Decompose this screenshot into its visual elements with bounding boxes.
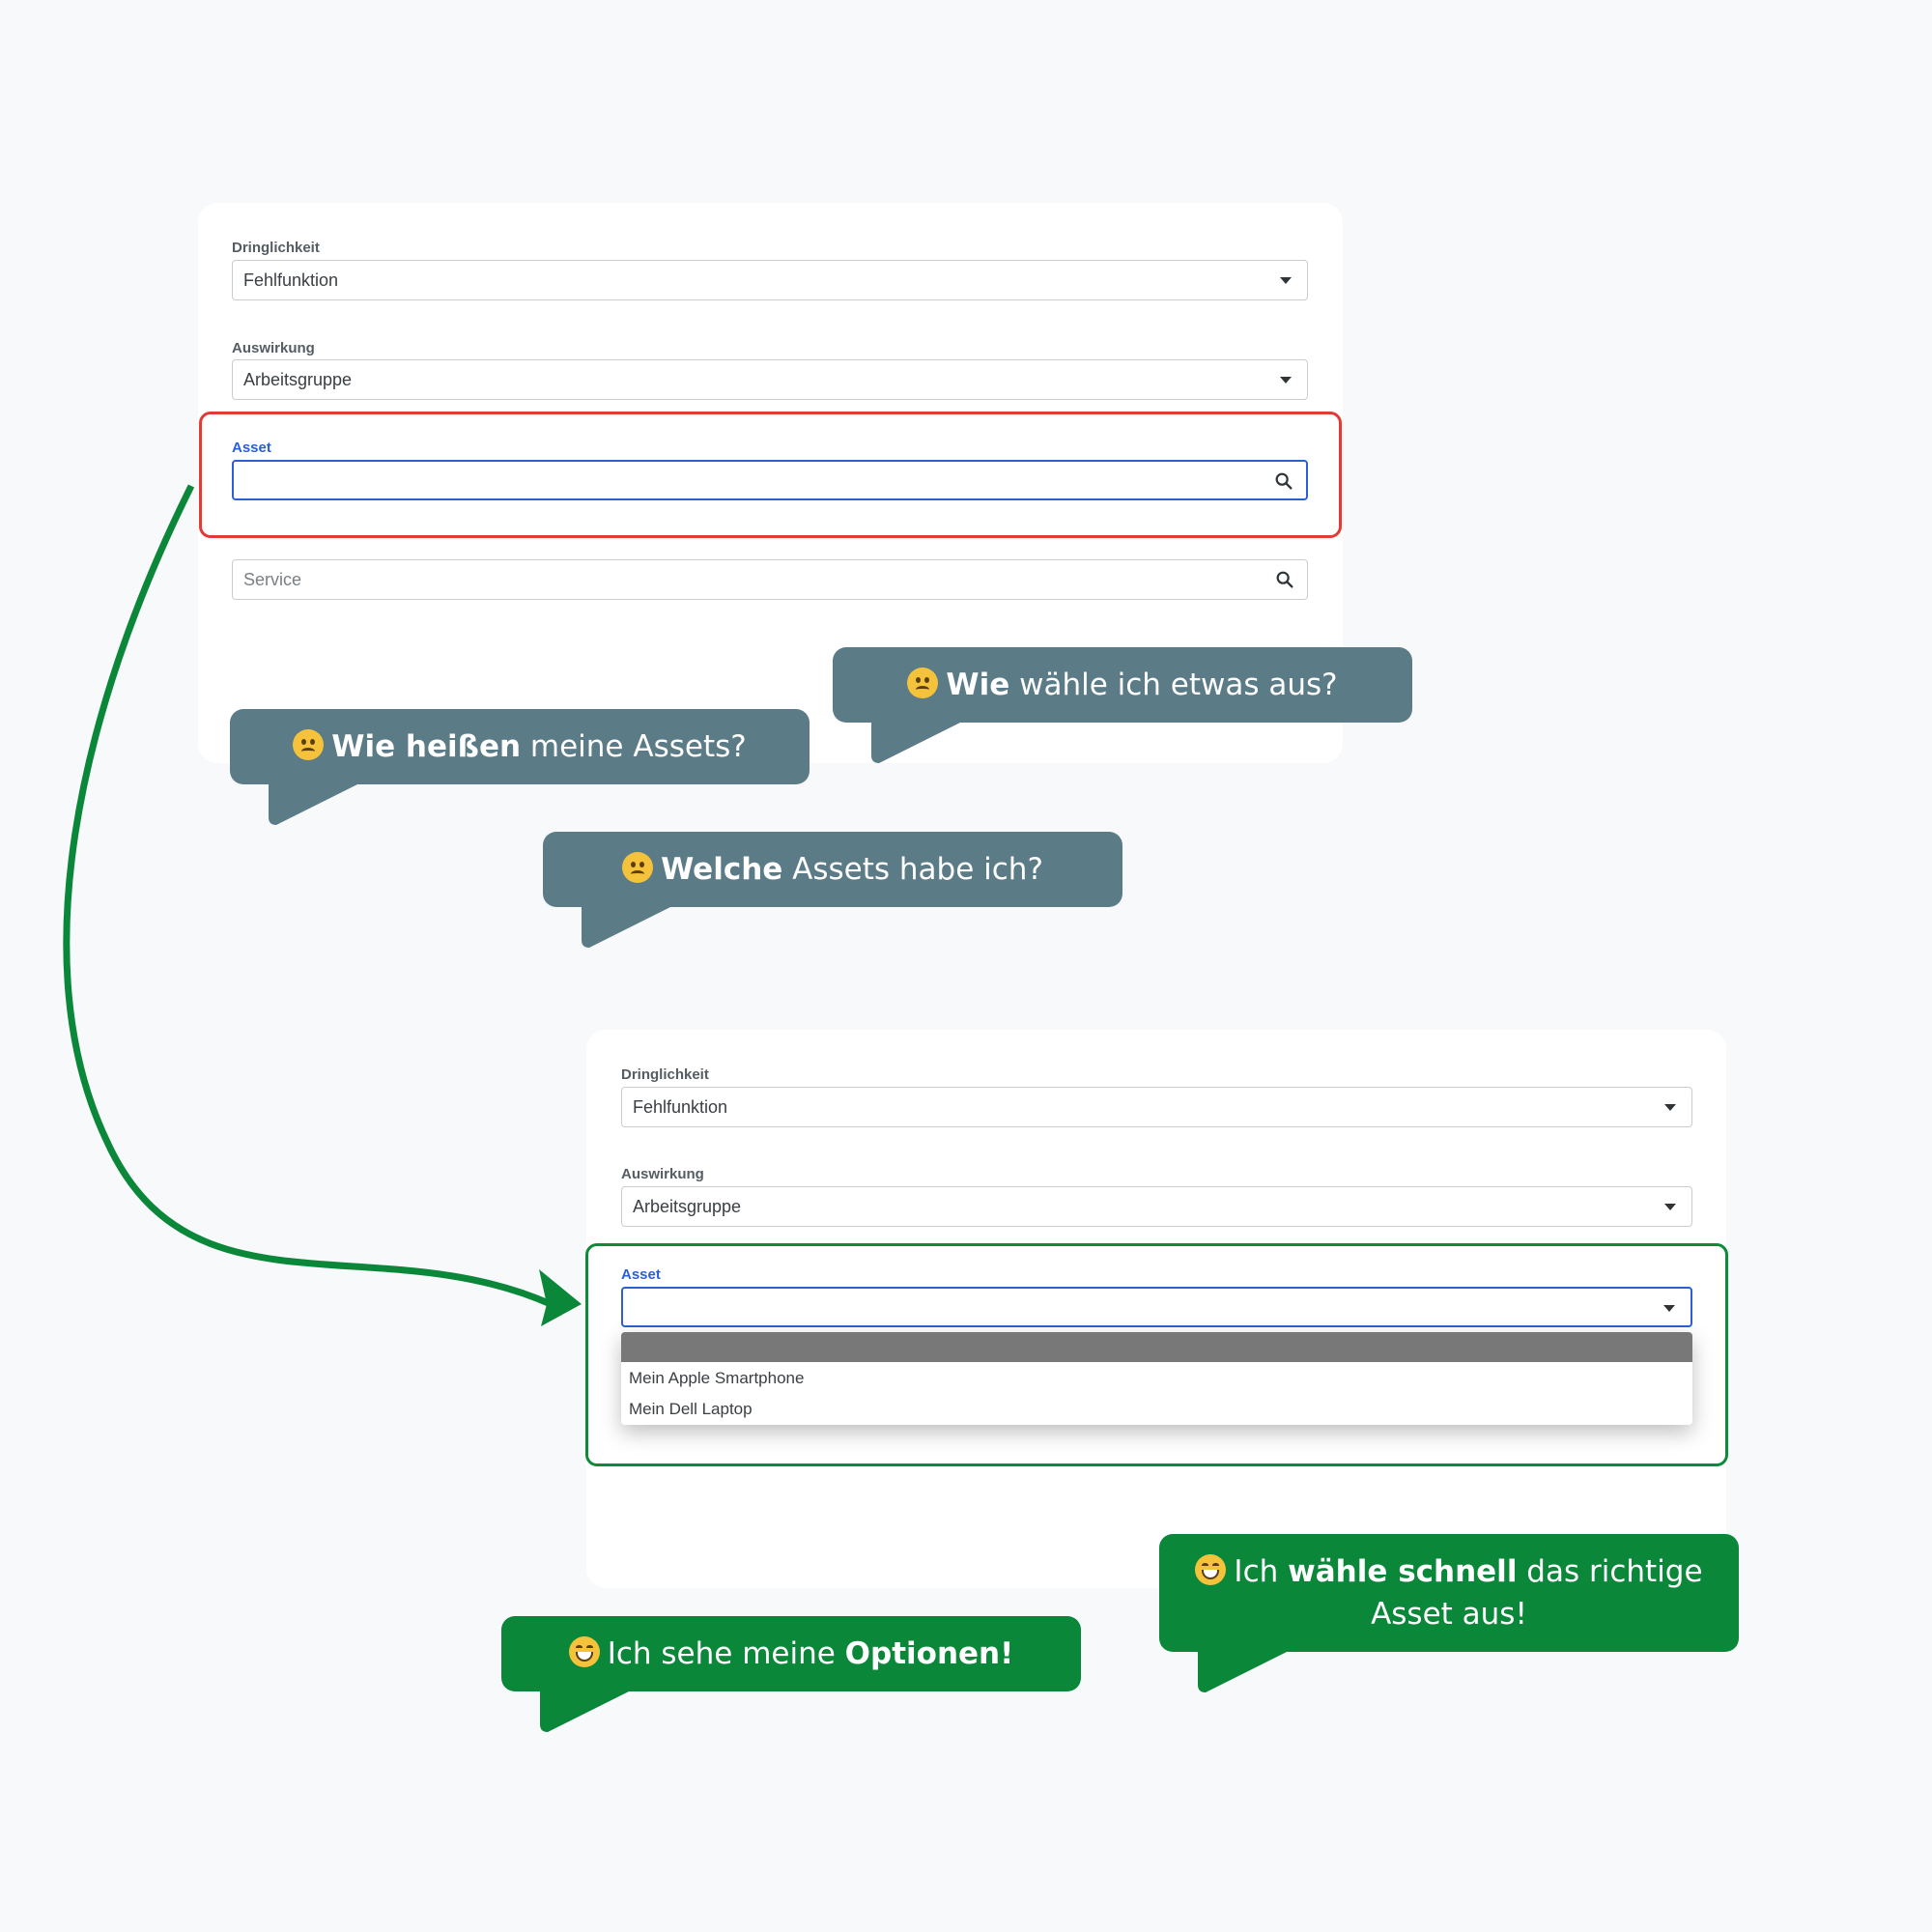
impact-select[interactable]: Arbeitsgruppe <box>621 1186 1692 1227</box>
search-icon[interactable] <box>1273 470 1294 492</box>
bubble-bold: Wie heißen <box>331 729 522 764</box>
asset-select[interactable] <box>621 1287 1692 1327</box>
bubble-options: Ich sehe meine Optionen! <box>501 1616 1081 1732</box>
bubble-text: Ich sehe meine <box>607 1636 845 1671</box>
urgency-value: Fehlfunktion <box>243 270 339 290</box>
bubble-tail <box>1198 1648 1294 1692</box>
bubble-bold: wähle schnell <box>1288 1554 1518 1589</box>
chevron-down-icon <box>1280 377 1292 384</box>
search-icon[interactable] <box>1274 569 1295 590</box>
bubble-text: das richtige <box>1517 1554 1703 1589</box>
urgency-select[interactable]: Fehlfunktion <box>232 260 1308 300</box>
asset-label: Asset <box>621 1266 661 1283</box>
asset-label: Asset <box>232 440 271 456</box>
urgency-label: Dringlichkeit <box>232 240 320 256</box>
grin-face-icon <box>1195 1554 1227 1585</box>
urgency-label: Dringlichkeit <box>621 1066 709 1083</box>
bubble-text: Assets habe ich? <box>782 852 1043 887</box>
service-placeholder: Service <box>243 570 302 589</box>
impact-select[interactable]: Arbeitsgruppe <box>232 359 1308 400</box>
asset-options-list: Mein Apple Smartphone Mein Dell Laptop <box>621 1332 1692 1425</box>
bubble-text: Asset aus! <box>1371 1597 1527 1632</box>
sad-face-icon <box>293 729 325 760</box>
bubble-tail <box>540 1688 637 1732</box>
chevron-down-icon[interactable] <box>1663 1305 1675 1312</box>
chevron-down-icon <box>1280 277 1292 284</box>
solution-highlight <box>585 1243 1728 1466</box>
chevron-down-icon <box>1664 1204 1676 1210</box>
impact-value: Arbeitsgruppe <box>243 370 353 389</box>
grin-face-icon <box>568 1636 600 1667</box>
impact-value: Arbeitsgruppe <box>633 1197 742 1216</box>
bubble-tail <box>582 903 678 948</box>
bubble-text: meine Assets? <box>521 729 747 764</box>
bubble-names: Wie heißen meine Assets? <box>230 709 810 825</box>
bubble-bold: Optionen! <box>844 1636 1014 1671</box>
dropdown-header <box>621 1332 1692 1362</box>
sad-face-icon <box>622 852 654 883</box>
bubble-how-choose: Wie wähle ich etwas aus? <box>833 647 1412 763</box>
bubble-tail <box>269 781 365 825</box>
bubble-text: wähle ich etwas aus? <box>1009 668 1338 702</box>
bubble-bold: Welche <box>661 852 783 887</box>
urgency-value: Fehlfunktion <box>633 1097 728 1117</box>
bubble-text: Ich <box>1234 1554 1289 1589</box>
urgency-select[interactable]: Fehlfunktion <box>621 1087 1692 1127</box>
chevron-down-icon <box>1664 1104 1676 1111</box>
impact-label: Auswirkung <box>232 340 315 356</box>
bubble-bold: Wie <box>946 668 1010 702</box>
asset-option[interactable]: Mein Apple Smartphone <box>629 1369 805 1387</box>
asset-option[interactable]: Mein Dell Laptop <box>629 1400 753 1418</box>
service-search-input[interactable]: Service <box>232 559 1308 600</box>
bubble-quick: Ich wähle schnell das richtige Asset aus… <box>1159 1534 1739 1692</box>
sad-face-icon <box>907 668 939 698</box>
problem-highlight <box>199 412 1342 538</box>
bubble-which: Welche Assets habe ich? <box>543 832 1122 948</box>
impact-label: Auswirkung <box>621 1166 704 1182</box>
bubble-tail <box>871 719 968 763</box>
